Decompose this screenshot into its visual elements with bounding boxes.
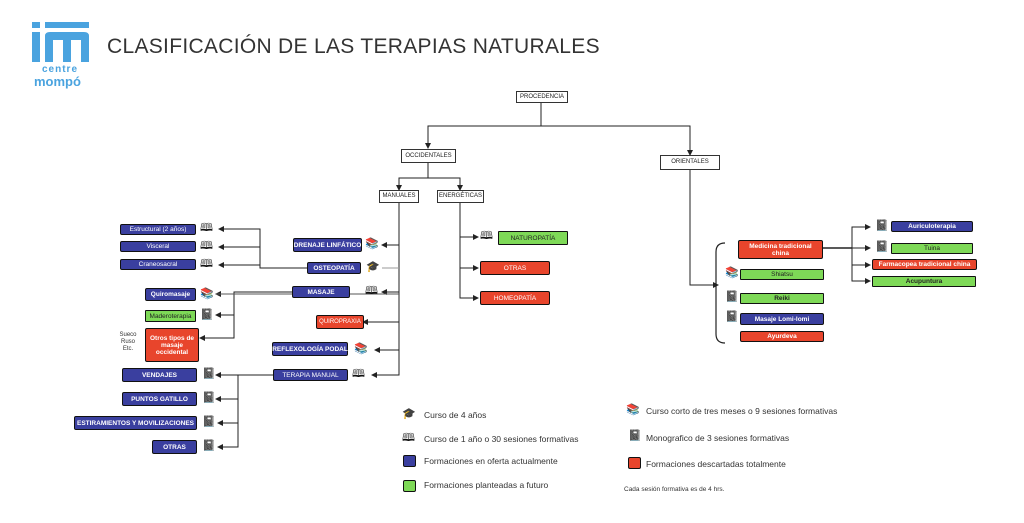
node-occidentales: OCCIDENTALES [401, 149, 456, 163]
logo-text-mompo: mompó [34, 74, 81, 89]
side-note-line: Etc. [122, 346, 134, 352]
side-note-line: Ruso [120, 339, 135, 345]
legend-future: Formaciones planteadas a futuro [424, 480, 549, 490]
books-stack-icon: 📚 [200, 288, 214, 300]
single-book-icon: 📓 [628, 430, 642, 442]
node-masaje-lomi-lomi: Masaje Lomi-lomi [740, 313, 824, 325]
node-vendajes: VENDAJES [122, 368, 197, 382]
single-book-icon: 📓 [202, 440, 216, 452]
node-medicina-tradicional-china: Medicina tradicional china [738, 240, 823, 259]
node-masaje: MASAJE [292, 286, 350, 298]
node-energeticas: ENERGÉTICAS [437, 190, 484, 203]
node-otras-energeticas: OTRAS [480, 261, 550, 275]
legend-discarded: Formaciones descartadas totalmente [646, 459, 786, 469]
single-book-icon: 📓 [725, 311, 739, 323]
node-drenaje-linfatico: DRENAJE LINFÁTICO [293, 238, 362, 252]
legend-current: Formaciones en oferta actualmente [424, 456, 558, 466]
node-estructural: Estructural (2 años) [120, 224, 196, 235]
node-farmacopea: Farmacopea tradicional china [872, 259, 977, 270]
legend-discarded-swatch [628, 457, 641, 469]
legend-current-swatch [403, 455, 416, 467]
node-reflexologia-podal: REFLEXOLOGÍA PODAL [272, 342, 348, 356]
node-otras-manual: OTRAS [152, 440, 197, 454]
books-stack-icon: 📚 [354, 343, 368, 355]
legend-one-year: Curso de 1 año o 30 sesiones formativas [424, 434, 579, 444]
node-quiropraxia: QUIROPRAXIA [316, 315, 364, 329]
single-book-icon: 📓 [725, 291, 739, 303]
side-note-line: Sueco [119, 332, 137, 338]
node-manuales: MANUALES [379, 190, 419, 203]
open-book-icon: 🕮 [480, 230, 493, 242]
books-stack-icon: 📚 [365, 238, 379, 250]
books-stack-icon: 📚 [626, 404, 640, 416]
centre-mompo-logo: centre mompó [32, 22, 92, 89]
single-book-icon: 📓 [200, 309, 214, 321]
orientales-brace [715, 242, 726, 344]
legend-future-swatch [403, 480, 416, 492]
page-title: CLASIFICACIÓN DE LAS TERAPIAS NATURALES [107, 35, 600, 58]
single-book-icon: 📓 [875, 241, 889, 253]
node-naturopatia: NATUROPATÍA [498, 231, 568, 245]
open-book-icon: 🕮 [200, 222, 213, 234]
node-quiromasaje: Quiromasaje [145, 288, 196, 301]
open-book-icon: 🕮 [200, 258, 213, 270]
open-book-icon: 🕮 [402, 432, 415, 444]
legend-mono: Monografico de 3 sesiones formativas [646, 433, 790, 443]
node-terapia-manual: TERAPIA MANUAL [273, 369, 348, 381]
legend-short: Curso corto de tres meses o 9 sesiones f… [646, 406, 838, 416]
graduate-icon: 🎓 [402, 408, 416, 420]
open-book-icon: 🕮 [352, 368, 365, 380]
node-craneosacral: Craneosacral [120, 259, 196, 270]
open-book-icon: 🕮 [365, 285, 378, 297]
node-homeopatia: HOMEOPATÍA [480, 291, 550, 305]
single-book-icon: 📓 [202, 416, 216, 428]
single-book-icon: 📓 [875, 220, 889, 232]
node-reiki: Reiki [740, 293, 824, 304]
legend-four-years: Curso de 4 años [424, 410, 487, 420]
node-visceral: Visceral [120, 241, 196, 252]
books-stack-icon: 📚 [725, 267, 739, 279]
node-estiramientos: ESTIRAMIENTOS Y MOVILIZACIONES [74, 416, 197, 430]
node-shiatsu: Shiatsu [740, 269, 824, 280]
node-procedencia: PROCEDENCIA [516, 91, 568, 103]
node-puntos-gatillo: PUNTOS GATILLO [122, 392, 197, 406]
open-book-icon: 🕮 [200, 240, 213, 252]
graduate-icon: 🎓 [366, 261, 380, 273]
node-otros-masaje: Otros tipos de masaje occidental [145, 328, 199, 362]
node-osteopatia: OSTEOPATÍA [307, 262, 361, 274]
single-book-icon: 📓 [202, 368, 216, 380]
node-acupuntura: Acupuntura [872, 276, 976, 287]
logo-mark-icon [32, 22, 89, 62]
node-maderoterapia: Maderoterapia [145, 310, 196, 322]
logo-text-centre: centre [42, 64, 79, 75]
node-tuina: Tuina [891, 243, 973, 254]
single-book-icon: 📓 [202, 392, 216, 404]
node-auriculoterapia: Auriculoterapia [891, 221, 973, 232]
node-orientales: ORIENTALES [660, 155, 720, 170]
side-note: Sueco Ruso Etc. [114, 332, 142, 353]
footnote: Cada sesión formativa es de 4 hrs. [624, 486, 725, 493]
node-ayurdeva: Ayurdeva [740, 331, 824, 342]
